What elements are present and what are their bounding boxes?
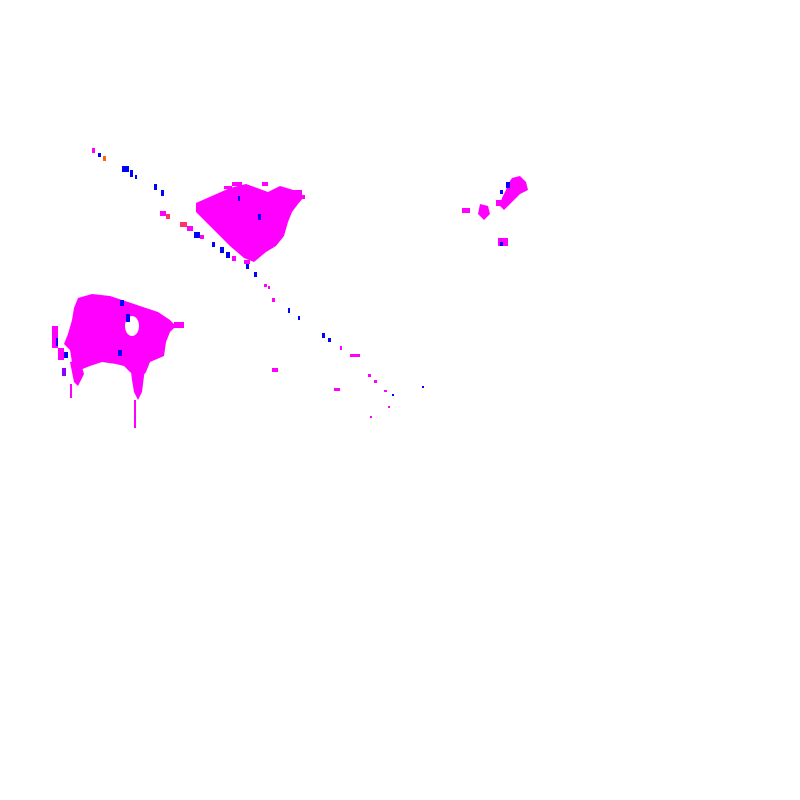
echo-fleck: [194, 232, 200, 238]
echo-fleck: [92, 148, 95, 153]
echo-fleck: [154, 184, 157, 190]
echo-fleck: [288, 308, 290, 313]
echo-fleck: [220, 247, 224, 253]
echo-fleck: [384, 390, 387, 392]
echo-fleck: [350, 354, 360, 357]
echo-fleck: [56, 338, 58, 346]
echo-cluster-left: [52, 294, 184, 428]
echo-fleck: [232, 182, 242, 186]
echo-fleck: [52, 326, 58, 348]
echo-fleck: [298, 316, 300, 320]
echo-fleck: [120, 300, 124, 306]
echo-fleck: [64, 352, 68, 358]
echo-fleck: [103, 156, 106, 161]
echo-fleck: [161, 190, 164, 196]
echo-fleck: [62, 368, 66, 376]
echo-patch: [70, 360, 84, 386]
echo-fleck: [368, 374, 371, 377]
echo-fleck: [254, 272, 257, 277]
echo-fleck: [126, 314, 130, 322]
echo-fleck: [506, 182, 510, 188]
echo-fleck: [374, 380, 377, 383]
echo-fleck: [286, 190, 302, 195]
echo-fleck: [246, 264, 249, 269]
echo-fleck: [370, 416, 372, 418]
echo-fleck: [238, 196, 240, 201]
echo-cluster-right: [462, 176, 528, 246]
echo-streak-diagonal: [92, 148, 424, 418]
echo-fleck: [224, 186, 232, 189]
echo-fleck: [212, 242, 215, 247]
echo-fleck: [70, 384, 72, 398]
echo-patch: [478, 204, 490, 220]
echo-fleck: [130, 170, 133, 177]
echo-fleck: [462, 208, 470, 213]
echo-patch: [196, 184, 304, 262]
echo-fleck: [226, 252, 230, 258]
echo-fleck: [496, 200, 502, 206]
echo-fleck: [98, 153, 101, 157]
echo-fleck: [298, 195, 305, 199]
echo-fleck: [166, 214, 170, 219]
echo-patch: [64, 294, 176, 380]
echo-fleck: [272, 298, 275, 302]
echo-patch: [500, 176, 528, 210]
echo-fleck: [134, 400, 136, 428]
echo-fleck: [500, 242, 503, 246]
echo-fleck: [174, 322, 184, 328]
echo-fleck: [160, 211, 166, 216]
echo-fleck: [122, 166, 129, 172]
echo-fleck: [268, 286, 270, 289]
echo-fleck: [272, 368, 278, 372]
echo-fleck: [232, 256, 236, 261]
echo-cluster-center: [196, 182, 305, 264]
echo-fleck: [334, 388, 340, 391]
echo-fleck: [180, 222, 187, 227]
echo-fleck: [422, 386, 424, 388]
echo-fleck: [58, 348, 64, 360]
echo-fleck: [392, 394, 394, 396]
echo-fleck: [388, 406, 390, 408]
echo-fleck: [244, 260, 250, 264]
echo-fleck: [264, 284, 267, 287]
echo-fleck: [322, 333, 325, 338]
echo-fleck: [328, 338, 331, 342]
echo-patch: [130, 362, 144, 400]
echo-fleck: [258, 214, 261, 220]
echo-fleck: [118, 350, 122, 356]
echo-fleck: [262, 182, 268, 186]
echo-fleck: [135, 175, 137, 179]
echo-fleck: [200, 235, 204, 239]
echo-fleck: [500, 190, 503, 194]
echo-fleck: [187, 226, 193, 231]
echo-fleck: [340, 346, 342, 350]
